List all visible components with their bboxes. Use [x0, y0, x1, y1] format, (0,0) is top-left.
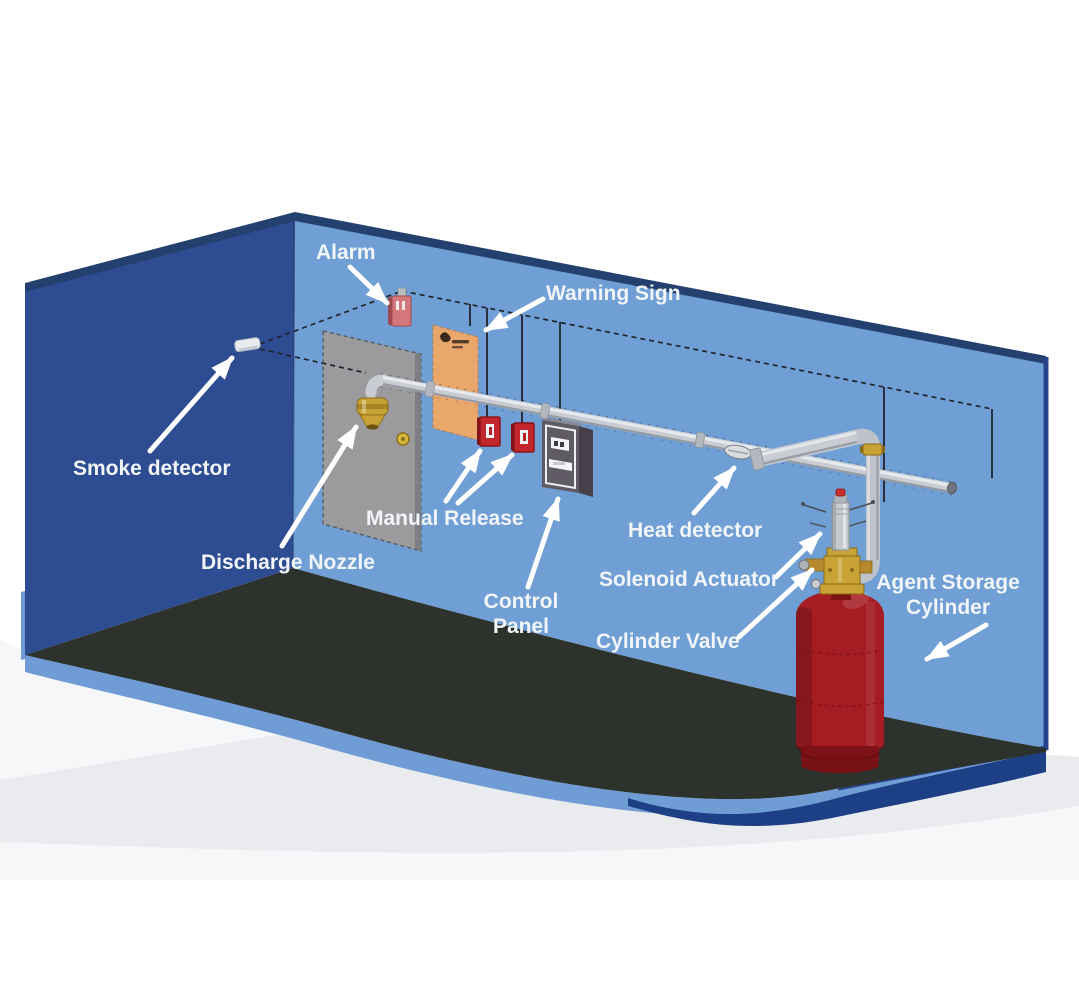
alarm-device [388, 287, 412, 327]
floor [25, 568, 1046, 800]
main-pipe [365, 372, 957, 497]
arrow-control-panel [525, 496, 561, 590]
agent-storage-cylinder [795, 588, 885, 773]
riser-brass-clamp [860, 443, 885, 456]
left-wall-top-edge [25, 212, 295, 292]
label-solenoid-actuator: Solenoid Actuator [599, 568, 779, 591]
warning-sign [432, 324, 479, 441]
solenoid-red-cap [835, 488, 846, 497]
label-agent-storage-line1: Agent Storage [876, 571, 1020, 594]
manual-release-station-1 [477, 416, 501, 447]
label-heat-detector: Heat detector [628, 519, 762, 542]
door-handle-center [401, 437, 405, 441]
arrow-alarm [347, 264, 390, 306]
left-wall [25, 213, 295, 655]
label-control-panel-line1: Control [484, 590, 559, 613]
riser-junction-coupling [749, 447, 765, 471]
arrow-discharge-nozzle [279, 424, 359, 549]
control-panel [542, 418, 593, 497]
callout-labels: Alarm Warning Sign Smoke detector Discha… [73, 241, 1020, 653]
swoosh-band-light [25, 652, 1046, 818]
pipe-coupling [539, 402, 551, 420]
door-edge [415, 353, 421, 551]
pipe-coupling [424, 380, 436, 398]
pipe-coupling [694, 431, 706, 449]
manual-release-station-2 [511, 422, 535, 453]
label-manual-release: Manual Release [366, 507, 524, 530]
smoke-detector [234, 337, 261, 352]
solenoid-actuator [801, 488, 875, 551]
pipe-open-end [947, 481, 957, 495]
arrow-agent-storage [924, 622, 989, 662]
label-warning-sign: Warning Sign [546, 282, 681, 305]
arrow-manual-release-2 [455, 452, 515, 506]
swoosh-band-dark [628, 750, 1046, 827]
wire-ceiling-right [401, 290, 993, 410]
callout-arrows [147, 264, 989, 662]
arrow-heat-detector [691, 465, 737, 516]
label-smoke-detector: Smoke detector [73, 457, 231, 480]
label-alarm: Alarm [316, 241, 376, 264]
panel-frame [545, 424, 576, 490]
label-discharge-nozzle: Discharge Nozzle [201, 551, 375, 574]
warning-sign-logo [440, 332, 469, 349]
valve-left-cap [798, 559, 810, 571]
back-wall-top-edge [295, 212, 1046, 364]
alarm-side [388, 296, 392, 326]
label-control-panel-line2: Panel [493, 615, 549, 638]
arrow-cylinder-valve [736, 567, 815, 640]
arrow-solenoid-actuator [773, 531, 823, 580]
wire-to-pipe [259, 348, 367, 374]
wall-corner-line [292, 214, 295, 569]
arrow-manual-release-1 [443, 448, 483, 504]
valve-gauge [811, 579, 821, 589]
arrow-warning-sign [483, 296, 546, 333]
label-agent-storage-line2: Cylinder [906, 596, 990, 619]
discharge-nozzle [356, 392, 389, 430]
label-cylinder-valve: Cylinder Valve [596, 630, 740, 653]
arrow-smoke-detector [147, 355, 235, 454]
